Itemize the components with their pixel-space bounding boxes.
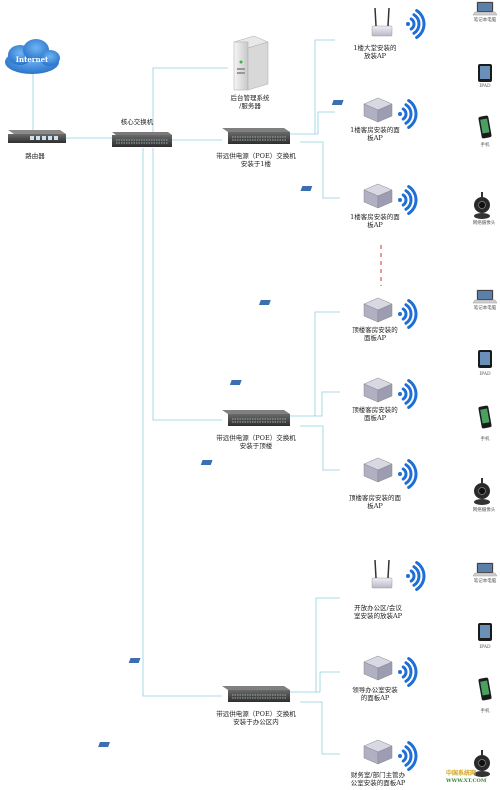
phone-icon (478, 405, 492, 429)
server-label: 后台管理系统 /服务器 (230, 94, 270, 110)
poe1-ap-links (288, 39, 340, 199)
ipad-label-2: IPAD (479, 372, 491, 377)
tablet-icon (478, 350, 492, 368)
poe-switch-2-label: 带远供电源（POE）交换机安装于顶楼 (216, 434, 296, 450)
omni-ap-icon (371, 7, 393, 37)
ap-7-label: 开放办公区/会议室安装的放装AP (353, 604, 403, 620)
core-poe2-link (152, 148, 222, 421)
server-icon (233, 35, 269, 91)
laptop-label-2: 笔记本电脑 (473, 306, 497, 311)
wifi-signal-icon (398, 657, 418, 687)
panel-ap-icon (128, 655, 393, 681)
ipad-label-3: IPAD (479, 645, 491, 650)
laptop-label-1: 笔记本电脑 (473, 18, 497, 23)
wifi-signal-icon (406, 9, 426, 39)
ipad-label-1: IPAD (479, 84, 491, 89)
watermark-title: 中国系统网 (446, 770, 477, 777)
poe-switch-icon (222, 128, 290, 144)
panel-ap-icon (258, 297, 393, 323)
tablet-icon (478, 623, 492, 641)
omni-ap-icon (371, 559, 393, 589)
ap-5-label: 顶楼客房安装的面板AP (352, 406, 398, 422)
laptop-icon (472, 1, 498, 16)
core-switch-label: 核心交换机 (120, 118, 154, 126)
panel-ap-icon (300, 183, 393, 209)
internet-cloud-icon (5, 39, 60, 74)
wifi-signal-icon (406, 561, 426, 591)
tablet-icon (478, 64, 492, 82)
panel-ap-icon (98, 739, 393, 765)
router-label: 路由器 (25, 152, 45, 160)
panel-ap-icon (331, 97, 393, 123)
core-switch-icon (112, 132, 172, 147)
core-server-link (152, 67, 228, 134)
poe-switch-icon (222, 686, 290, 702)
wifi-signal-icon (398, 379, 418, 409)
phone-label-1: 手机 (480, 143, 490, 148)
phone-label-2: 手机 (480, 437, 490, 442)
laptop-icon (472, 562, 498, 577)
phone-icon (478, 115, 492, 139)
ap-9-label: 财务室/部门主管办公室安装的面板AP (350, 771, 406, 787)
wifi-signal-icon (398, 185, 418, 215)
router-icon (8, 130, 66, 143)
ap-4-label: 顶楼客房安装的面板AP (352, 326, 398, 342)
poe-switch-icon (222, 410, 290, 426)
watermark-url: WWW.XT.COM (446, 778, 487, 784)
laptop-icon (472, 289, 498, 304)
camera-label-2: 网络摄像头 (472, 508, 496, 513)
ap-6-label: 顶楼客房安装的面板AP (349, 494, 401, 510)
core-poe3-link (142, 148, 222, 697)
phone-icon (478, 677, 492, 701)
poe-switch-1-label: 带远供电源（POE）交换机安装于1楼 (216, 152, 296, 168)
wifi-signal-icon (398, 99, 418, 129)
phone-label-3: 手机 (480, 709, 490, 714)
wifi-signal-icon (398, 299, 418, 329)
wifi-signal-icon (398, 459, 418, 489)
ap-1-label: 1楼大堂安装的放装AP (353, 44, 397, 60)
poe2-ap-links (288, 311, 340, 471)
camera-icon (474, 478, 490, 505)
internet-label: Internet (15, 55, 49, 64)
wifi-signal-icon (398, 741, 418, 771)
camera-label-1: 网络摄像头 (472, 221, 496, 226)
panel-ap-icon (229, 377, 393, 403)
panel-ap-icon (200, 457, 393, 483)
poe-switch-3-label: 带远供电源（POE）交换机安装于办公区内 (216, 710, 296, 726)
poe3-ap-links (288, 597, 340, 755)
ap-2-label: 1楼客房安装的面板AP (350, 126, 400, 142)
connection-lines (32, 39, 340, 755)
ap-3-label: 1楼客房安装的面板AP (350, 213, 400, 229)
camera-icon (474, 750, 490, 777)
laptop-label-3: 笔记本电脑 (473, 579, 497, 584)
ap-8-label: 领导办公室安装的面板AP (352, 686, 398, 702)
camera-icon (474, 192, 490, 219)
